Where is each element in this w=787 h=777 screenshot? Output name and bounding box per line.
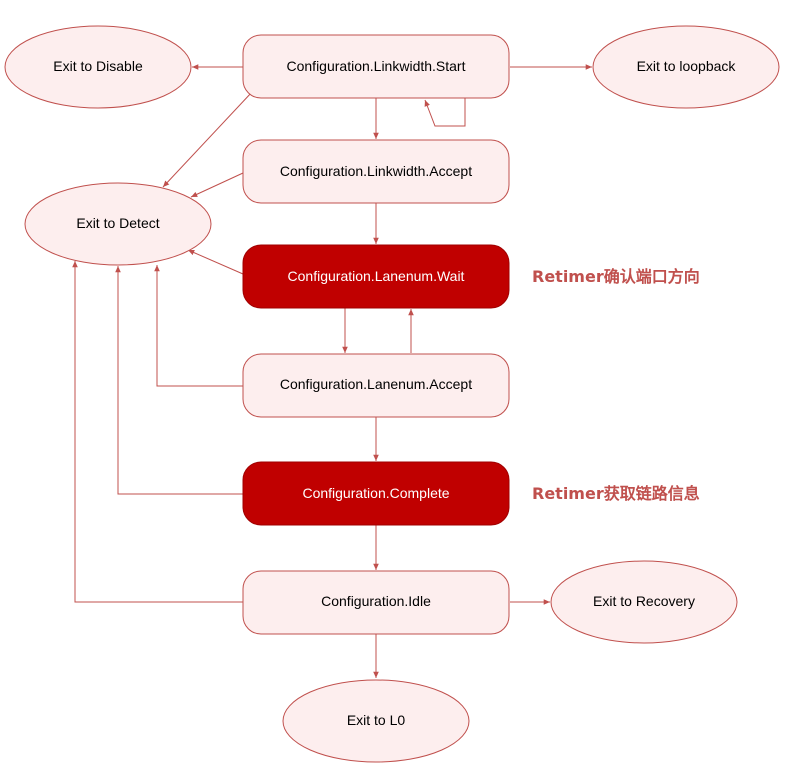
state-idle: Configuration.Idle bbox=[242, 570, 510, 635]
state-lanenum-accept: Configuration.Lanenum.Accept bbox=[242, 353, 510, 418]
exit-l0-ellipse bbox=[282, 679, 470, 763]
exit-l0: Exit to L0 bbox=[282, 679, 470, 763]
exit-recovery: Exit to Recovery bbox=[550, 560, 738, 644]
state-idle-box bbox=[242, 570, 510, 635]
exit-recovery-label: Exit to Recovery bbox=[593, 593, 695, 609]
annotation-complete: Retimer获取链路信息 bbox=[532, 484, 700, 503]
edge-lanenum-accept-to-detect bbox=[154, 265, 243, 387]
exit-disable-ellipse bbox=[4, 25, 192, 109]
edge-idle-to-detect bbox=[72, 261, 243, 603]
state-lanenum-accept-box bbox=[242, 353, 510, 418]
exit-detect-label: Exit to Detect bbox=[76, 215, 159, 231]
state-complete: Configuration.Complete bbox=[242, 461, 510, 526]
edge-start-self-loop bbox=[424, 98, 466, 127]
exit-recovery-ellipse bbox=[550, 560, 738, 644]
state-linkwidth-start-label: Configuration.Linkwidth.Start bbox=[287, 58, 466, 74]
exit-l0-label: Exit to L0 bbox=[347, 712, 406, 728]
edge-linkwidth-accept-to-detect bbox=[190, 172, 244, 198]
edge-complete-to-detect bbox=[115, 266, 243, 495]
state-idle-label: Configuration.Idle bbox=[321, 593, 431, 609]
edge-lanenum-wait-to-detect bbox=[187, 249, 244, 275]
exit-detect-ellipse bbox=[24, 182, 212, 266]
state-lanenum-accept-label: Configuration.Lanenum.Accept bbox=[280, 376, 472, 392]
state-linkwidth-start-box bbox=[242, 34, 510, 99]
exit-loopback-label: Exit to loopback bbox=[637, 58, 737, 74]
edges bbox=[72, 64, 592, 678]
state-complete-label: Configuration.Complete bbox=[302, 485, 449, 501]
exit-disable: Exit to Disable bbox=[4, 25, 192, 109]
state-linkwidth-accept-box bbox=[242, 139, 510, 204]
state-lanenum-wait-label: Configuration.Lanenum.Wait bbox=[288, 268, 465, 284]
state-linkwidth-accept-label: Configuration.Linkwidth.Accept bbox=[280, 163, 472, 179]
state-linkwidth-start: Configuration.Linkwidth.Start bbox=[242, 34, 510, 99]
exit-disable-label: Exit to Disable bbox=[53, 58, 143, 74]
state-complete-box bbox=[242, 461, 510, 526]
annotation-lanenum-wait: Retimer确认端口方向 bbox=[532, 267, 700, 286]
exit-loopback-ellipse bbox=[592, 25, 780, 109]
exit-loopback: Exit to loopback bbox=[592, 25, 780, 109]
exit-detect: Exit to Detect bbox=[24, 182, 212, 266]
state-lanenum-wait-box bbox=[242, 244, 510, 309]
state-linkwidth-accept: Configuration.Linkwidth.Accept bbox=[242, 139, 510, 204]
edge-start-to-detect bbox=[162, 91, 253, 188]
state-lanenum-wait: Configuration.Lanenum.Wait bbox=[242, 244, 510, 309]
